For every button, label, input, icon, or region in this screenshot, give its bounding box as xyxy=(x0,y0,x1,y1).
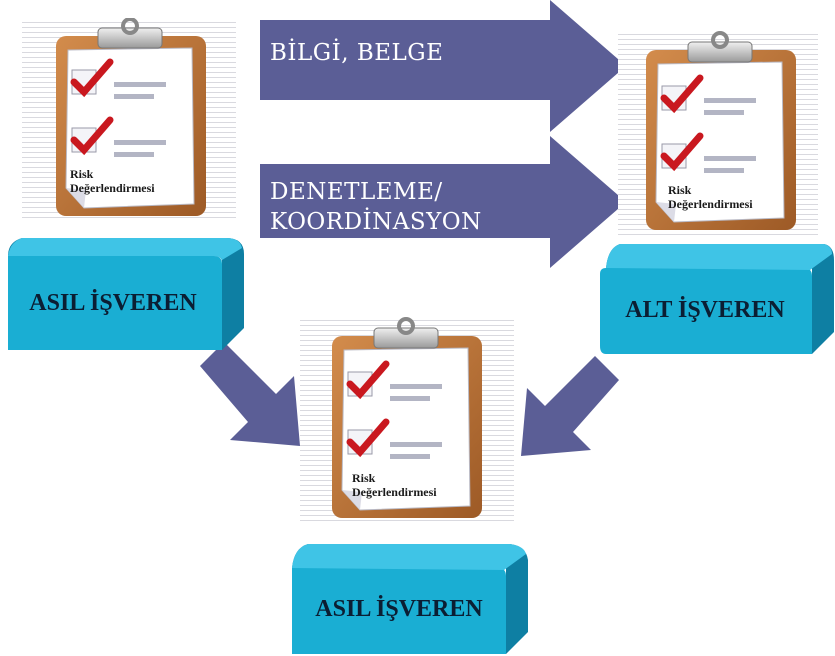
employer-label-left: ASIL İŞVEREN xyxy=(29,289,197,316)
employer-box-bottom xyxy=(292,544,528,654)
risk-assessment-clipboard-right: Risk Değerlendirmesi xyxy=(618,30,818,236)
subcontractor-box-right xyxy=(600,244,834,354)
clipboard-caption-risk: Risk xyxy=(668,183,692,197)
clipboard-caption-risk: Risk xyxy=(70,167,94,181)
clipboard-caption-assessment: Değerlendirmesi xyxy=(668,197,753,211)
arrow-label-line1: DENETLEME/ xyxy=(270,179,443,205)
risk-assessment-clipboard-bottom: Risk Değerlendirmesi xyxy=(300,316,514,522)
arrow-label-line2: KOORDİNASYON xyxy=(270,209,482,235)
clipboard-caption-assessment: Değerlendirmesi xyxy=(352,485,437,499)
risk-assessment-clipboard-left: Risk Değerlendirmesi xyxy=(22,18,236,218)
employer-box-left xyxy=(8,238,244,350)
subcontractor-label-right: ALT İŞVEREN xyxy=(625,296,785,323)
arrow-info-document-label: BİLGİ, BELGE xyxy=(270,40,444,66)
clipboard-caption-risk: Risk xyxy=(352,471,376,485)
diagonal-arrow-right xyxy=(521,356,619,456)
clipboard-caption-assessment: Değerlendirmesi xyxy=(70,181,155,195)
arrow-inspection-coordination xyxy=(260,136,626,268)
arrow-info-document xyxy=(260,0,626,132)
diagonal-arrow-left xyxy=(200,342,300,446)
employer-label-bottom: ASIL İŞVEREN xyxy=(315,595,483,622)
